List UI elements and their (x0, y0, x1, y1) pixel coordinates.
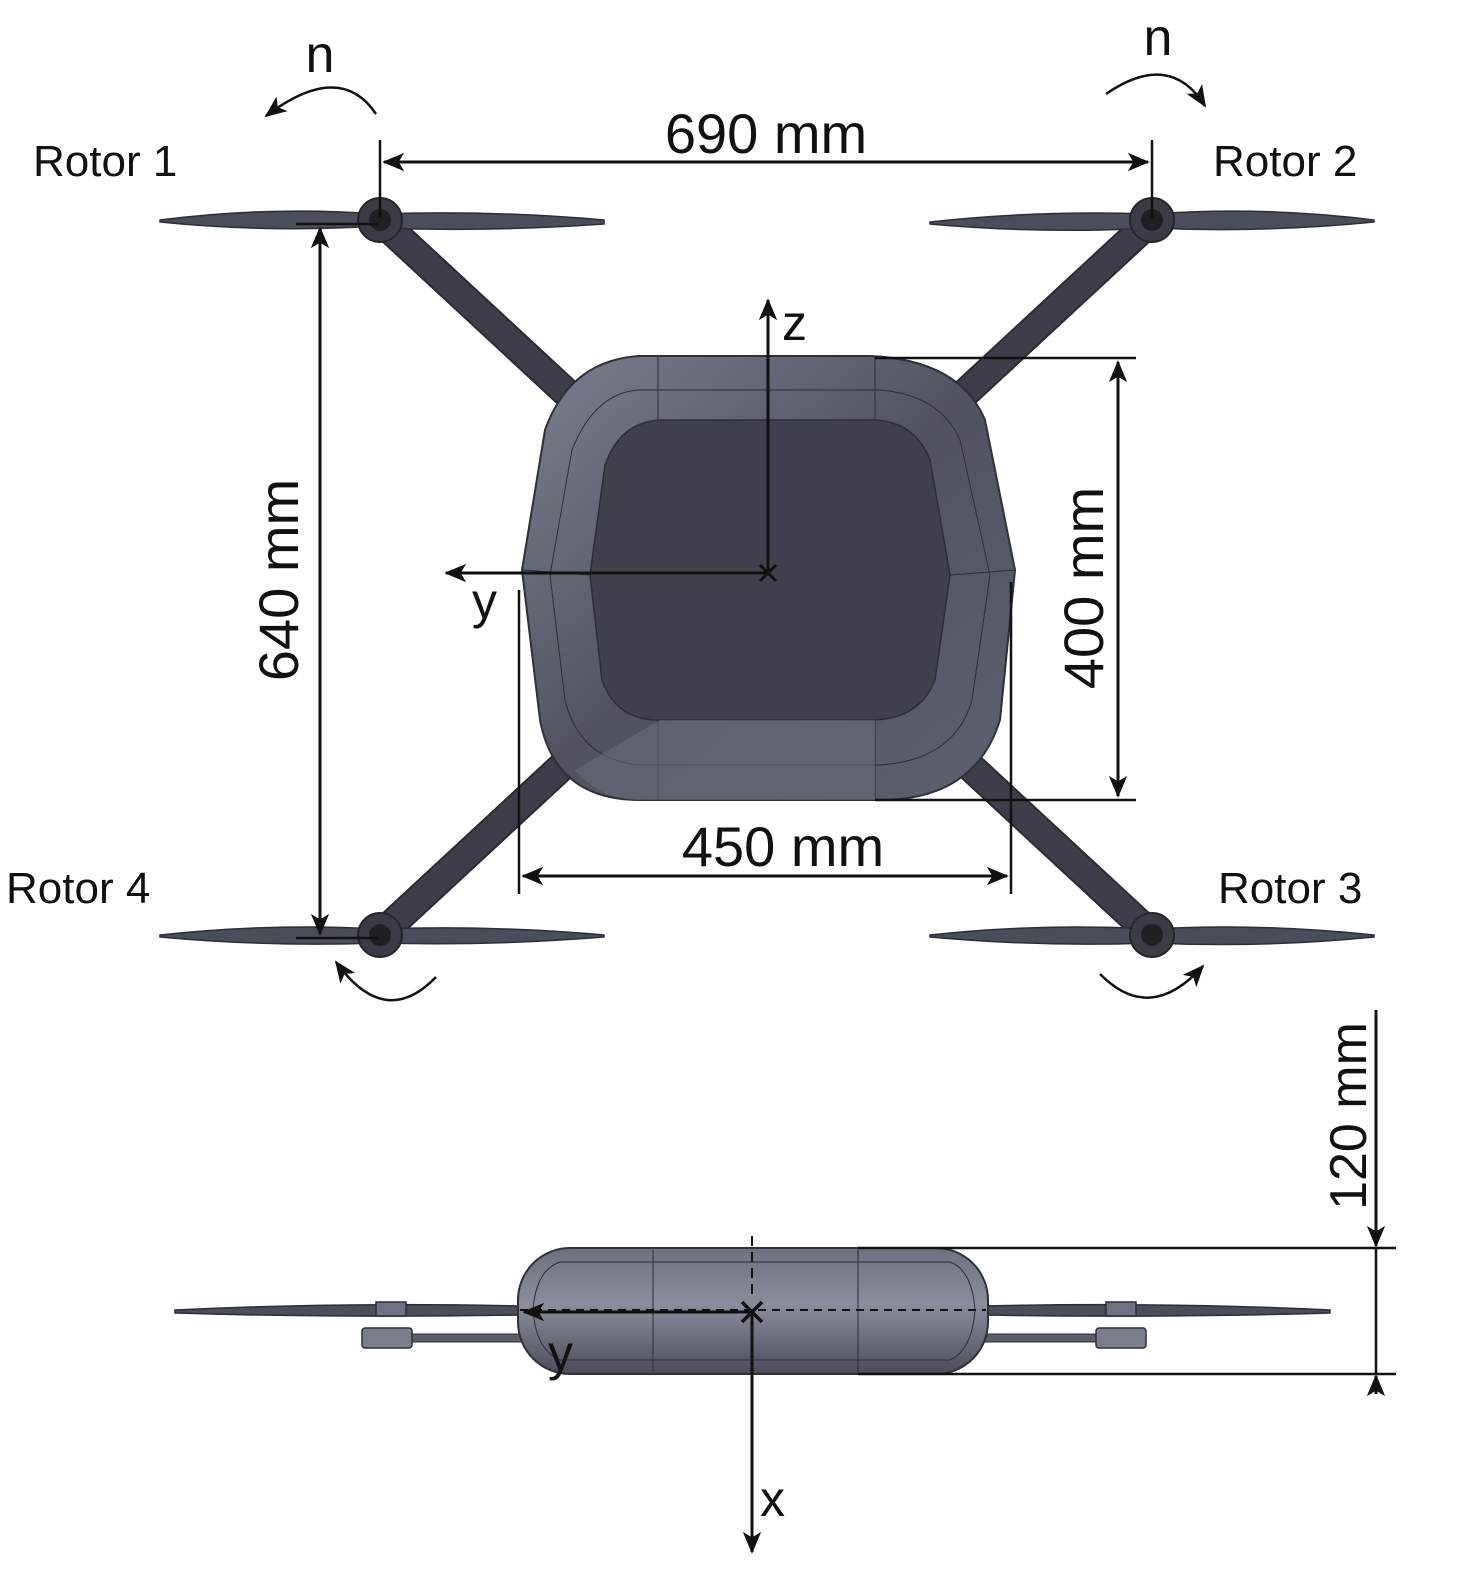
rotor-2-rotation-arrow (1105, 73, 1207, 108)
dimension-rotor-span-x: 640 mm (247, 222, 378, 940)
rotor-2-propeller (929, 197, 1375, 243)
dimension-body-length: 400 mm (875, 356, 1136, 802)
axis-y-label-top: y (472, 573, 497, 629)
axis-x-label: x (760, 1471, 785, 1527)
rotor-4-label: Rotor 4 (6, 864, 150, 913)
top-view: n n Rotor 1 Rotor 2 Rotor 3 Rotor 4 690 … (6, 9, 1375, 1002)
dimension-450-label: 450 mm (682, 815, 884, 878)
rotor-3-label: Rotor 3 (1218, 864, 1362, 913)
rotor-4-propeller (159, 912, 605, 958)
rotor-3-rotation-arrow (1099, 964, 1205, 999)
rotor-3-propeller (929, 912, 1375, 958)
rotor-1-propeller (159, 197, 605, 243)
rotation-arrows (264, 73, 1207, 1002)
dimension-120-label: 120 mm (1320, 1022, 1378, 1210)
dimension-body-height: 120 mm (858, 1010, 1396, 1397)
axes-side-view: y x (522, 1236, 785, 1554)
side-view: 120 mm y x (174, 1010, 1396, 1554)
rotor-4-rotation-arrow (334, 960, 437, 1002)
axes-top-view: z y (444, 295, 807, 629)
dimension-690-label: 690 mm (665, 102, 867, 165)
dimension-400-label: 400 mm (1052, 487, 1115, 689)
rotor-1-rotation-symbol: n (306, 26, 335, 84)
axis-y-label-side: y (548, 1325, 573, 1381)
dimension-rotor-span-y: 690 mm (378, 102, 1154, 218)
rotor-1-label: Rotor 1 (33, 137, 177, 186)
dimension-640-label: 640 mm (247, 479, 310, 681)
rotor-1-rotation-arrow (264, 86, 378, 118)
rotor-2-label: Rotor 2 (1213, 137, 1357, 186)
rotor-2-rotation-symbol: n (1144, 9, 1173, 67)
axis-z-label: z (782, 295, 807, 351)
dimension-body-width: 450 mm (517, 582, 1013, 894)
